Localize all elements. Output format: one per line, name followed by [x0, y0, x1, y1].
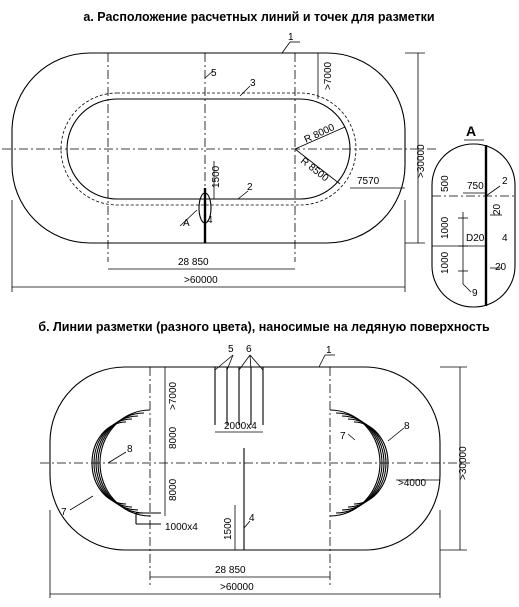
panel-a-callout-1: 1 [288, 32, 294, 43]
panel-b-callout-6: 6 [246, 344, 252, 355]
panel-a-radius-8500: R 8500 [298, 156, 331, 185]
panel-b-callout-5: 5 [228, 344, 234, 355]
panel-b-dim-1500: 1500 [223, 517, 234, 540]
panel-a-dim-7000: >7000 [323, 61, 334, 90]
detail-a-callout-9: 9 [472, 288, 478, 299]
panel-a-callout-1-leader [281, 41, 291, 54]
panel-a-dim-60000: >60000 [184, 275, 218, 286]
panel-a-title: а. Расположение расчетных линий и точек … [83, 10, 434, 24]
detail-a-dim-1000-top: 1000 [440, 216, 451, 239]
panel-b-callout-8-right: 8 [404, 421, 410, 432]
panel-a-dim-30000: >30000 [416, 144, 427, 178]
panel-b-callout-7-left: 7 [61, 507, 67, 518]
panel-a-radius-8500-line [294, 148, 341, 185]
detail-a-dim-20-bottom: 20 [495, 262, 507, 273]
panel-a-dim-7570: 7570 [357, 176, 380, 187]
panel-a-callout-4: 4 [207, 215, 213, 226]
panel-a-callout-5: 5 [211, 68, 217, 79]
detail-a-dim-20-top: 20 [492, 203, 503, 215]
panel-b-dim-4000: >4000 [398, 478, 427, 489]
panel-a-dim-28850: 28 850 [178, 257, 209, 268]
panel-b-right-curve [353, 421, 389, 505]
panel-b-rink-outline [49, 366, 441, 551]
panel-a-dim-1500: 1500 [211, 165, 222, 188]
detail-a-dim-d20: D20 [466, 233, 485, 244]
detail-a-callout-2: 2 [502, 176, 508, 187]
panel-a-point-a-leader [179, 209, 198, 227]
detail-a-dim-500: 500 [440, 175, 451, 192]
detail-a-dim-750: 750 [467, 181, 484, 192]
panel-b-dim-28850: 28 850 [215, 565, 246, 576]
panel-a-rink-outline [11, 52, 406, 244]
panel-a-callout-2: 2 [247, 182, 253, 193]
panel-a-radius-8000-line [294, 126, 346, 150]
panel-b-dim-2000x4: 2000x4 [224, 421, 257, 432]
panel-a-callout-2-leader [237, 190, 249, 200]
panel-a-radius-8000: R 8000 [303, 122, 337, 146]
panel-a-callout-5-leader [204, 70, 214, 79]
detail-a-dim-1000-bottom: 1000 [440, 251, 451, 274]
panel-b-dim-7000: >7000 [168, 381, 179, 410]
panel-b-callout-4: 4 [249, 513, 255, 524]
detail-a-title: A [466, 123, 476, 139]
panel-b-callout-8-left: 8 [127, 444, 133, 455]
panel-a-point-a: A [183, 218, 190, 229]
detail-a-outline [431, 143, 516, 308]
panel-b-callout-1: 1 [326, 345, 332, 356]
panel-a-callout-3: 3 [250, 78, 256, 89]
panel-b-dim-1000x4: 1000x4 [165, 522, 198, 533]
panel-b-dim-8000-top: 8000 [168, 426, 179, 449]
panel-a-callout-3-leader [239, 85, 251, 97]
panel-b-dim-30000: >30000 [458, 446, 469, 480]
panel-b-callout-7-right: 7 [340, 431, 346, 442]
detail-a-callout-4: 4 [502, 233, 508, 244]
panel-b-dim-8000-bottom: 8000 [168, 478, 179, 501]
panel-b-title: б. Линии разметки (разного цвета), нанос… [38, 320, 490, 334]
panel-b-left-curve [91, 421, 127, 505]
panel-b-dim-60000: >60000 [220, 582, 254, 593]
